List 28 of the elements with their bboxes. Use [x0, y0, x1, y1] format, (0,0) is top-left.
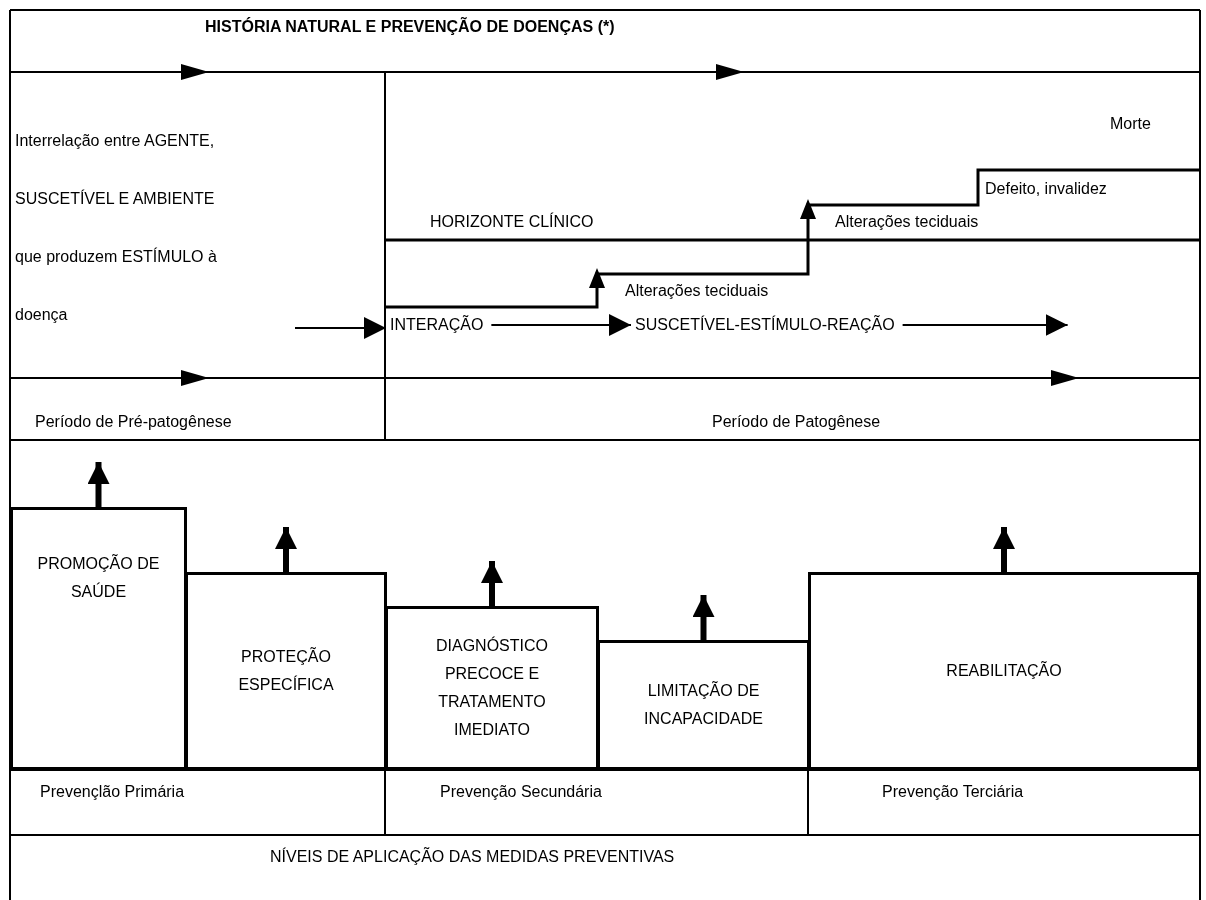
- stage-label: Alterações teciduais: [625, 282, 769, 300]
- title: HISTÓRIA NATURAL E PREVENÇÃO DE DOENÇAS (*): [205, 18, 615, 36]
- period-label: Período de Pré-patogênese: [35, 413, 232, 431]
- period-label: Período de Patogênese: [712, 413, 881, 431]
- step-box: PROMOÇÃO DE SAÚDE: [10, 507, 187, 770]
- step-box: DIAGNÓSTICO PRECOCE E TRATAMENTO IMEDIATO: [385, 606, 599, 770]
- step-box: LIMITAÇÃO DE INCAPACIDADE: [597, 640, 810, 770]
- stage-label: Alterações teciduais: [835, 213, 979, 231]
- arrow: [993, 527, 1015, 572]
- arrow: [490, 314, 632, 336]
- line-label: HORIZONTE CLÍNICO: [430, 213, 594, 231]
- step-box: REABILITAÇÃO: [808, 572, 1200, 770]
- description-text: Interrelação entre AGENTE, SUSCETÍVEL E AMBIENTE que produzem ESTÍMULO à doença: [15, 112, 245, 344]
- arrow: [294, 317, 387, 339]
- arrow: [692, 595, 715, 640]
- prevention-level-label: Prevenção Terciária: [882, 783, 1024, 801]
- arrow: [481, 561, 503, 606]
- step-box: PROTEÇÃO ESPECÍFICA: [185, 572, 387, 770]
- prevention-level-label: Prevenção Secundária: [440, 783, 602, 801]
- arrow: [275, 527, 297, 572]
- prevention-level-label: Prevençlão Primária: [40, 783, 185, 801]
- outcome-label: Defeito, invalidez: [985, 180, 1107, 198]
- stage-label: INTERAÇÃO: [390, 316, 484, 334]
- outcome-label: Morte: [1110, 115, 1151, 133]
- footer-label: NÍVEIS DE APLICAÇÃO DAS MEDIDAS PREVENTIVAS: [270, 848, 675, 866]
- arrow: [87, 462, 110, 507]
- stage-label: SUSCETÍVEL-ESTÍMULO-REAÇÃO: [635, 316, 895, 334]
- arrow: [901, 314, 1069, 336]
